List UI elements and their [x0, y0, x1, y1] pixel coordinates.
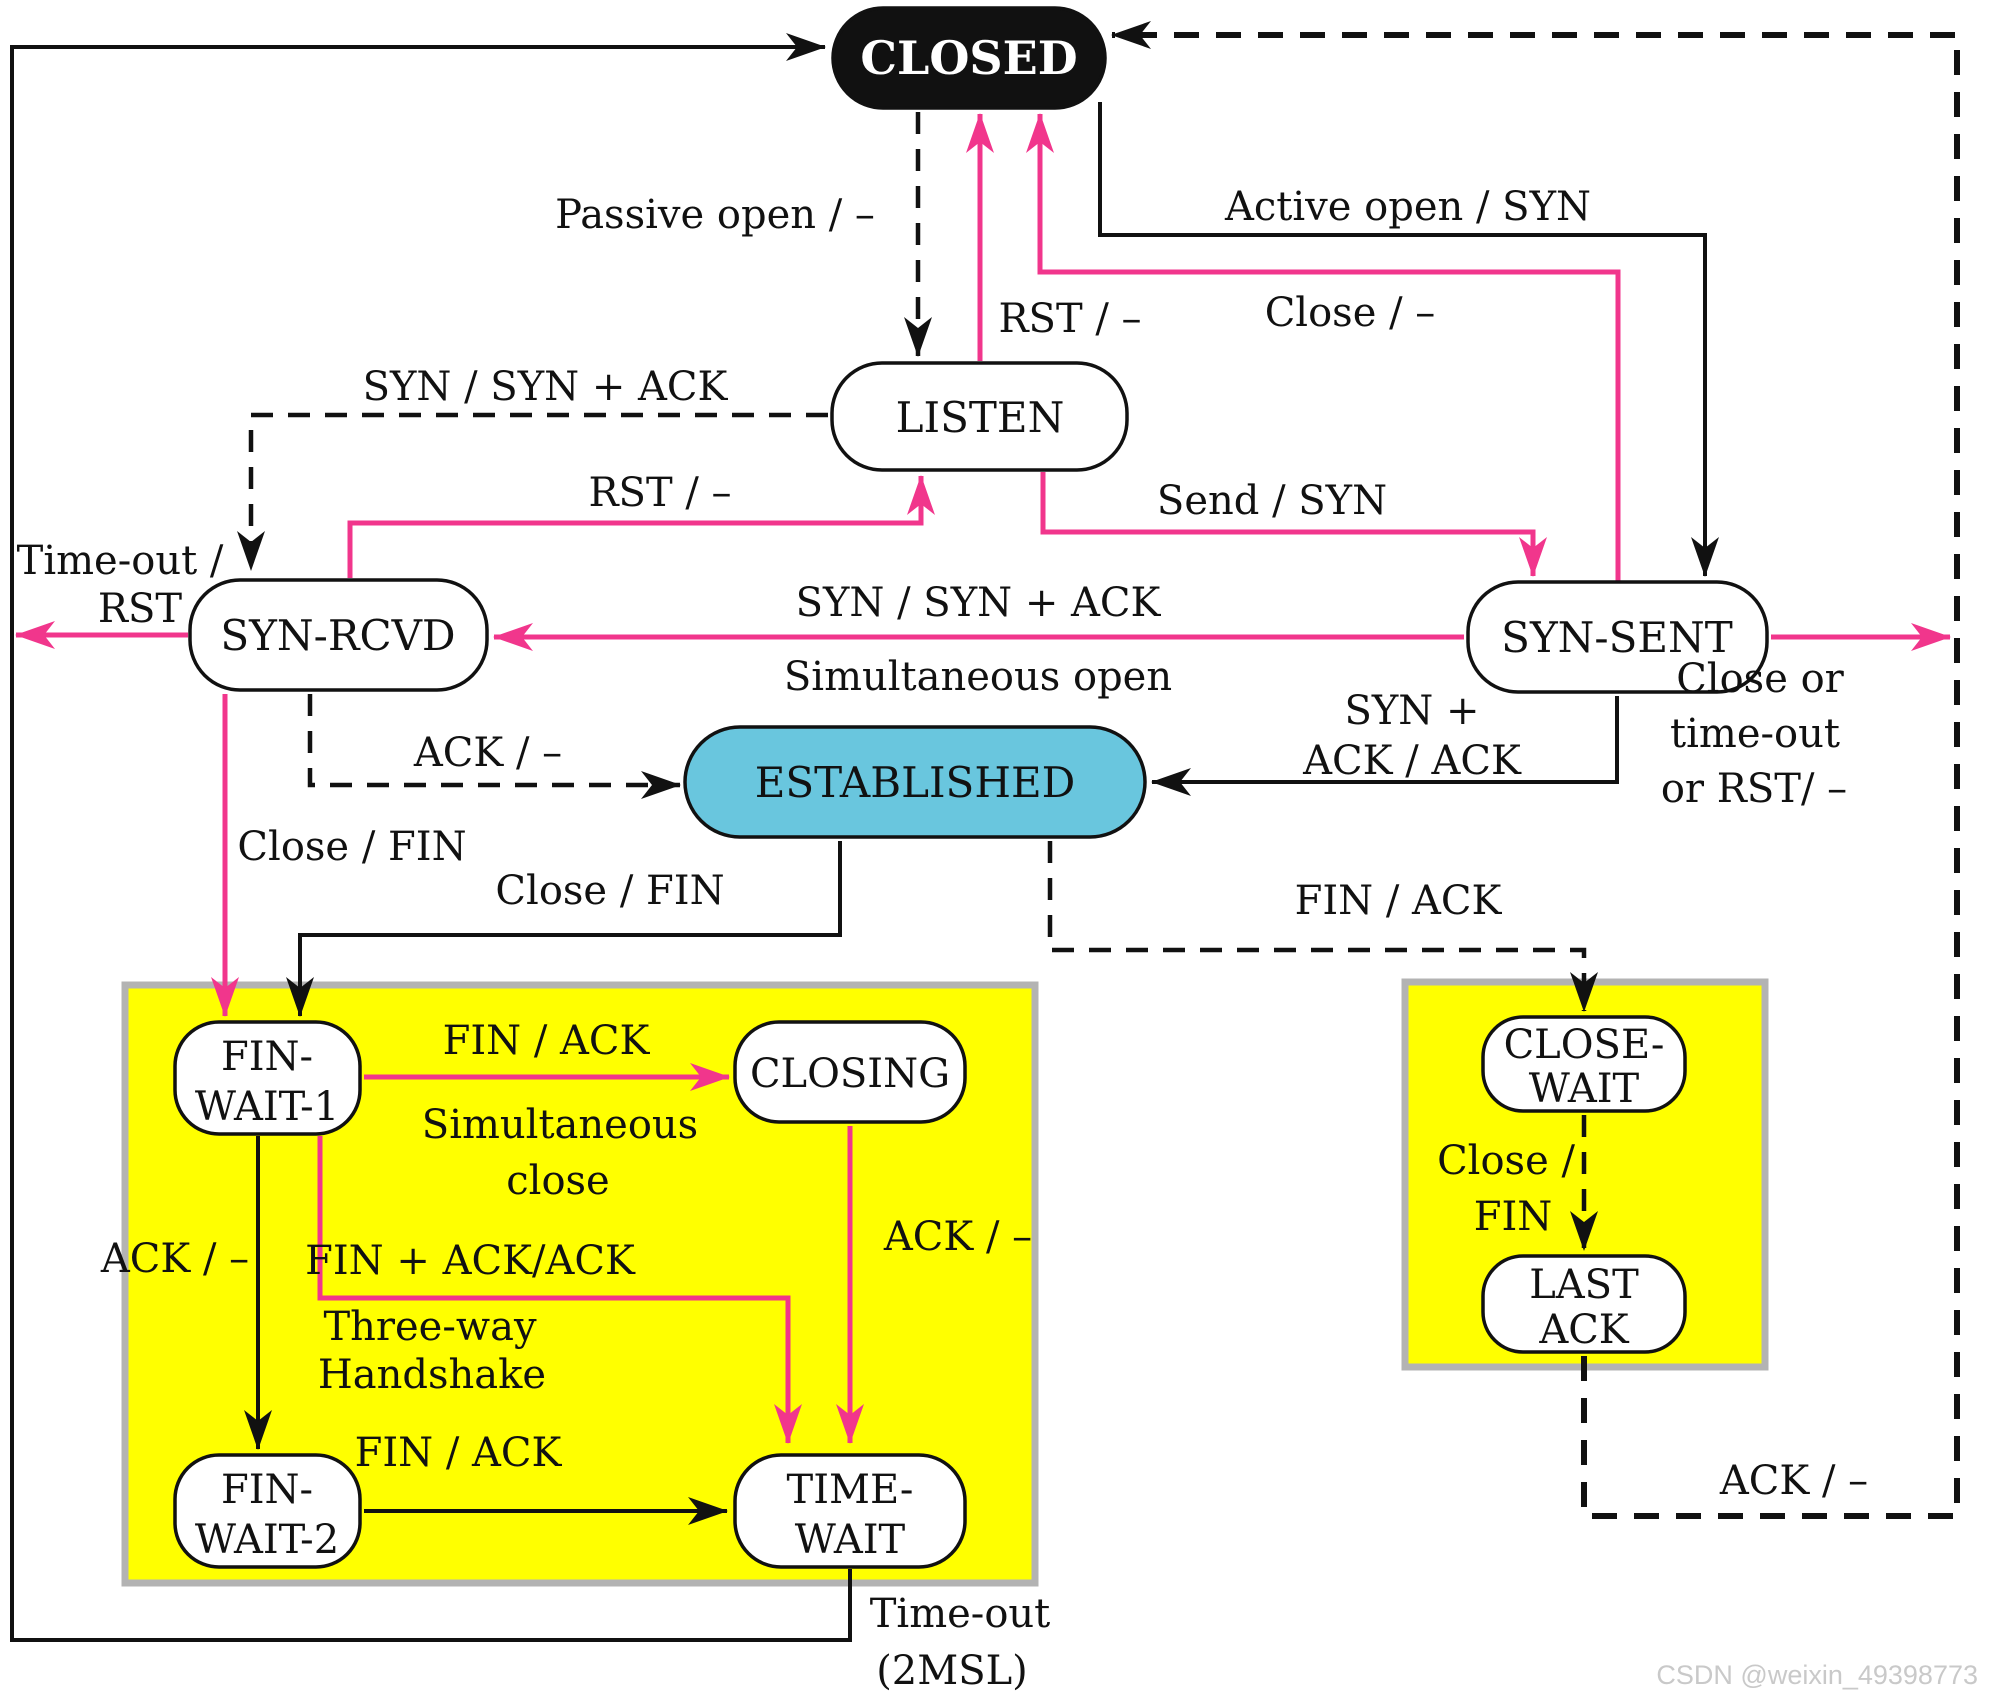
label-ack-fw1-fw2: ACK / – — [100, 1236, 249, 1282]
arrow-threeway-fw1-timewait — [317, 1136, 802, 1444]
state-close-wait-label: WAIT — [1529, 1066, 1640, 1112]
state-time-wait-shape — [733, 1453, 967, 1569]
state-time-wait-label: TIME- — [787, 1467, 914, 1513]
label-close-fin-established: Close / FIN — [495, 868, 724, 914]
arrow-fin-ack-est-closewait — [1047, 841, 1598, 1012]
state-last-ack-label: ACK — [1538, 1307, 1629, 1353]
label-fin-ack-fw1-closing: FIN / ACK — [443, 1018, 651, 1064]
label-threeway: Handshake — [318, 1352, 546, 1398]
label-synack-ack: SYN + — [1344, 688, 1479, 734]
label-close-timeout-rst: time-out — [1670, 711, 1840, 757]
label-synack-ack: ACK / ACK — [1302, 738, 1522, 784]
label-ack-synrcvd-established: ACK / – — [413, 730, 562, 776]
label-threeway: Three-way — [323, 1304, 537, 1350]
arrow-syn-listen-synrcvd — [237, 412, 828, 571]
state-time-wait: TIME- WAIT — [733, 1453, 967, 1569]
label-close-timeout-rst: or RST/ – — [1661, 766, 1847, 812]
label-fin-ack-est-closewait: FIN / ACK — [1295, 878, 1503, 924]
arrow-ack-synrcvd-established — [307, 694, 681, 799]
state-established-shape — [683, 725, 1147, 839]
state-fin-wait-1-shape — [173, 1020, 362, 1136]
state-closed: CLOSED — [831, 6, 1107, 110]
arrow-close-synsent-closed — [1026, 113, 1621, 582]
state-established-label: ESTABLISHED — [755, 758, 1076, 807]
state-syn-sent-label: SYN-SENT — [1501, 613, 1733, 662]
watermark-text: CSDN @weixin_49398773 — [1656, 1660, 1978, 1690]
arrow-rst-synrcvd-listen — [347, 475, 935, 578]
state-closed-label: CLOSED — [860, 31, 1077, 85]
arrow-send-syn — [1040, 472, 1547, 577]
state-close-wait-label: CLOSE- — [1504, 1022, 1665, 1068]
label-close-fin-synrcvd: Close / FIN — [237, 824, 466, 870]
state-listen-shape — [830, 361, 1129, 472]
arrow-active-open — [1098, 102, 1719, 577]
label-close-fin-cw-lastack: Close / — [1437, 1138, 1575, 1184]
label-simultaneous-open: SYN / SYN + ACK — [796, 580, 1162, 626]
label-fin-ack-fw1-closing: Simultaneous — [422, 1102, 698, 1148]
label-close-fin-cw-lastack: FIN — [1474, 1194, 1553, 1240]
state-fin-wait-2-shape — [173, 1453, 362, 1569]
state-syn-rcvd: SYN-RCVD — [188, 578, 489, 692]
label-close-synsent-closed: Close / – — [1265, 290, 1436, 336]
label-timeout-rst: Time-out / — [17, 538, 224, 584]
label-rst-synrcvd-listen: RST / – — [588, 470, 731, 516]
state-fin-wait-2-label: FIN- — [221, 1467, 313, 1513]
label-fin-ack-fw2-timewait: FIN / ACK — [355, 1430, 563, 1476]
state-close-wait: CLOSE- WAIT — [1481, 1015, 1687, 1113]
state-fin-wait-1: FIN- WAIT-1 — [173, 1020, 362, 1136]
label-threeway: FIN + ACK/ACK — [305, 1238, 636, 1284]
label-syn-listen-synrcvd: SYN / SYN + ACK — [363, 364, 729, 410]
label-rst-listen-closed: RST / – — [998, 296, 1141, 342]
state-last-ack-shape — [1481, 1254, 1687, 1354]
state-fin-wait-1-label: FIN- — [221, 1034, 313, 1080]
label-timeout-rst: RST — [98, 586, 183, 632]
state-fin-wait-2: FIN- WAIT-2 — [173, 1453, 362, 1569]
state-fin-wait-1-label: WAIT-1 — [195, 1084, 339, 1130]
label-close-timeout-rst: Close or — [1676, 656, 1844, 702]
state-listen-label: LISTEN — [896, 393, 1065, 442]
state-closing-shape — [733, 1020, 967, 1124]
state-listen: LISTEN — [830, 361, 1129, 472]
state-syn-rcvd-shape — [188, 578, 489, 692]
label-simultaneous-open: Simultaneous open — [784, 654, 1172, 700]
state-last-ack-label: LAST — [1529, 1262, 1639, 1308]
label-active-open: Active open / SYN — [1224, 184, 1591, 230]
state-established: ESTABLISHED — [683, 725, 1147, 839]
state-closed-shape — [831, 6, 1107, 110]
arrow-ack-lastack-closed — [1111, 21, 1960, 1519]
arrow-synack-ack — [1151, 696, 1619, 796]
label-ack-lastack-closed: ACK / – — [1719, 1458, 1868, 1504]
label-fin-ack-fw1-closing: close — [506, 1158, 609, 1204]
label-timeout-2msl: Time-out — [870, 1591, 1051, 1637]
state-last-ack: LAST ACK — [1481, 1254, 1687, 1354]
state-fin-wait-2-label: WAIT-2 — [195, 1517, 339, 1563]
state-syn-rcvd-label: SYN-RCVD — [220, 611, 455, 660]
arrow-close-fin-established — [286, 841, 842, 1017]
arrow-timeout-2msl — [10, 33, 852, 1642]
state-closing-label: CLOSING — [750, 1051, 950, 1097]
state-syn-sent-shape — [1466, 580, 1769, 694]
label-ack-closing-timewait: ACK / – — [883, 1214, 1032, 1260]
state-time-wait-label: WAIT — [795, 1517, 906, 1563]
state-syn-sent: SYN-SENT — [1466, 580, 1769, 694]
state-close-wait-shape — [1481, 1015, 1687, 1113]
label-passive-open: Passive open / – — [555, 192, 875, 238]
label-send-syn: Send / SYN — [1157, 478, 1387, 524]
label-timeout-2msl: (2MSL) — [876, 1648, 1028, 1694]
state-closing: CLOSING — [733, 1020, 967, 1124]
